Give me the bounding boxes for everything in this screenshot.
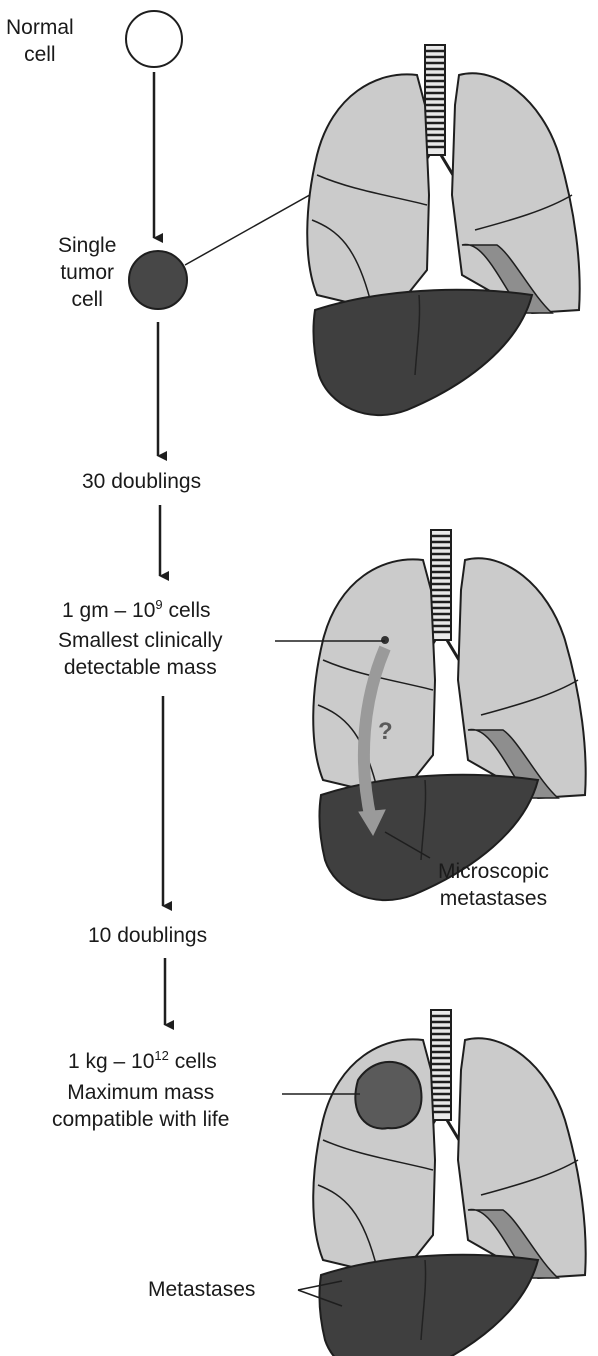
normal-cell-label: Normal cell	[6, 14, 74, 68]
smallest-detectable-line-2: detectable mass	[58, 654, 223, 681]
one-gram-suffix: cells	[163, 599, 211, 622]
small-tumor-dot	[381, 636, 389, 644]
one-gram-prefix: 1 gm – 10	[62, 599, 155, 622]
ten-doublings-label: 10 doublings	[88, 922, 207, 949]
one-kilogram-exponent: 12	[154, 1048, 168, 1063]
normal-cell-label-line-2: cell	[6, 41, 74, 68]
single-tumor-cell-line-3: cell	[58, 286, 116, 313]
one-gram-line: 1 gm – 109 cells	[62, 597, 211, 624]
smallest-detectable-label: Smallest clinically detectable mass	[58, 627, 223, 681]
lung-liver-illustration-1	[307, 45, 579, 415]
microscopic-metastases-line-2: metastases	[438, 885, 549, 912]
microscopic-metastases-label: Microscopic metastases	[438, 858, 549, 912]
lung-liver-illustration-2	[313, 530, 585, 900]
tumor-cell-circle	[129, 251, 187, 309]
one-kilogram-label: 1 kg – 1012 cells	[68, 1048, 217, 1075]
thirty-doublings-label: 30 doublings	[82, 468, 201, 495]
single-tumor-cell-line-1: Single	[58, 232, 116, 259]
maximum-mass-line-1: Maximum mass	[52, 1079, 229, 1106]
normal-cell-label-line-1: Normal	[6, 14, 74, 41]
metastases-label: Metastases	[148, 1276, 255, 1303]
one-kilogram-suffix: cells	[169, 1050, 217, 1073]
maximum-mass-label: Maximum mass compatible with life	[52, 1079, 229, 1133]
microscopic-metastases-line-1: Microscopic	[438, 858, 549, 885]
smallest-detectable-line-1: Smallest clinically	[58, 627, 223, 654]
one-kilogram-prefix: 1 kg – 10	[68, 1050, 154, 1073]
maximum-mass-line-2: compatible with life	[52, 1106, 229, 1133]
single-tumor-cell-label: Single tumor cell	[58, 232, 116, 313]
one-gram-label: 1 gm – 109 cells	[62, 597, 211, 624]
question-mark-label: ?	[378, 718, 393, 745]
one-gram-exponent: 9	[155, 597, 162, 612]
lung-liver-illustration-3	[313, 1010, 585, 1356]
one-kilogram-line: 1 kg – 1012 cells	[68, 1048, 217, 1075]
large-tumor-mass	[355, 1062, 421, 1129]
normal-cell-circle	[126, 11, 182, 67]
single-tumor-cell-line-2: tumor	[58, 259, 116, 286]
